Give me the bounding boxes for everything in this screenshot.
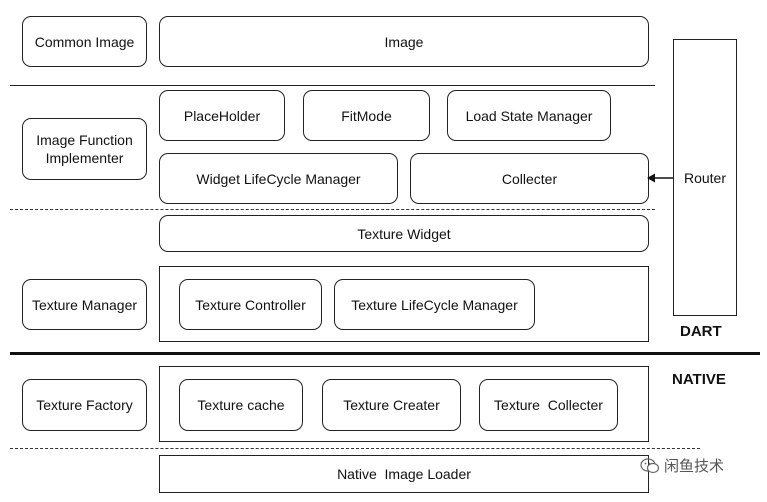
texture-creater-label: Texture Creater [343,397,440,413]
placeholder-label: PlaceHolder [183,107,261,124]
texture-cache-label: Texture cache [197,397,285,413]
native-image-loader-label: Native Image Loader [337,466,471,482]
image-function-implementer-box: Image Function Implementer [22,118,147,180]
router-arrow [647,173,673,183]
collecter-label: Collecter [501,170,558,187]
texture-creater-box: Texture Creater [322,379,461,431]
common-image-label: Common Image [34,33,135,50]
fitmode-label: FitMode [341,107,392,124]
image-label: Image [384,33,424,50]
dart-section-label: DART [680,323,722,340]
texture-widget-box: Texture Widget [159,215,649,252]
watermark-text: 闲鱼技术 [664,457,725,475]
texture-controller-box: Texture Controller [179,279,322,330]
image-box: Image [159,16,649,67]
texture-lifecycle-manager-box: Texture LifeCycle Manager [334,279,535,330]
router-box: Router [673,39,737,316]
fitmode-box: FitMode [303,90,430,141]
image-function-implementer-label: Image Function Implementer [36,132,133,166]
widget-lifecycle-manager-box: Widget LifeCycle Manager [159,153,398,204]
texture-manager-box: Texture Manager [22,279,147,330]
texture-widget-label: Texture Widget [357,225,451,242]
widget-lifecycle-manager-label: Widget LifeCycle Manager [196,170,361,187]
texture-lifecycle-manager-label: Texture LifeCycle Manager [351,296,518,313]
router-label: Router [683,169,727,186]
separator-dashed-lower [10,448,700,449]
load-state-manager-label: Load State Manager [465,107,593,124]
texture-manager-label: Texture Manager [31,296,138,313]
wechat-icon [640,457,660,473]
texture-factory-label: Texture Factory [36,397,133,413]
texture-collecter-box: Texture Collecter [479,379,618,431]
separator-top [10,85,655,86]
placeholder-box: PlaceHolder [159,90,285,141]
native-section-label: NATIVE [672,371,726,388]
load-state-manager-box: Load State Manager [447,90,611,141]
texture-collecter-label: Texture Collecter [494,397,603,413]
texture-controller-label: Texture Controller [195,296,306,313]
common-image-box: Common Image [22,16,147,67]
collecter-box: Collecter [410,153,649,204]
texture-factory-box: Texture Factory [22,379,147,431]
texture-cache-box: Texture cache [179,379,303,431]
separator-dashed-upper [10,209,655,210]
native-image-loader-box: Native Image Loader [159,455,649,493]
dart-native-divider [10,352,760,355]
watermark: 闲鱼技术 [640,455,724,476]
